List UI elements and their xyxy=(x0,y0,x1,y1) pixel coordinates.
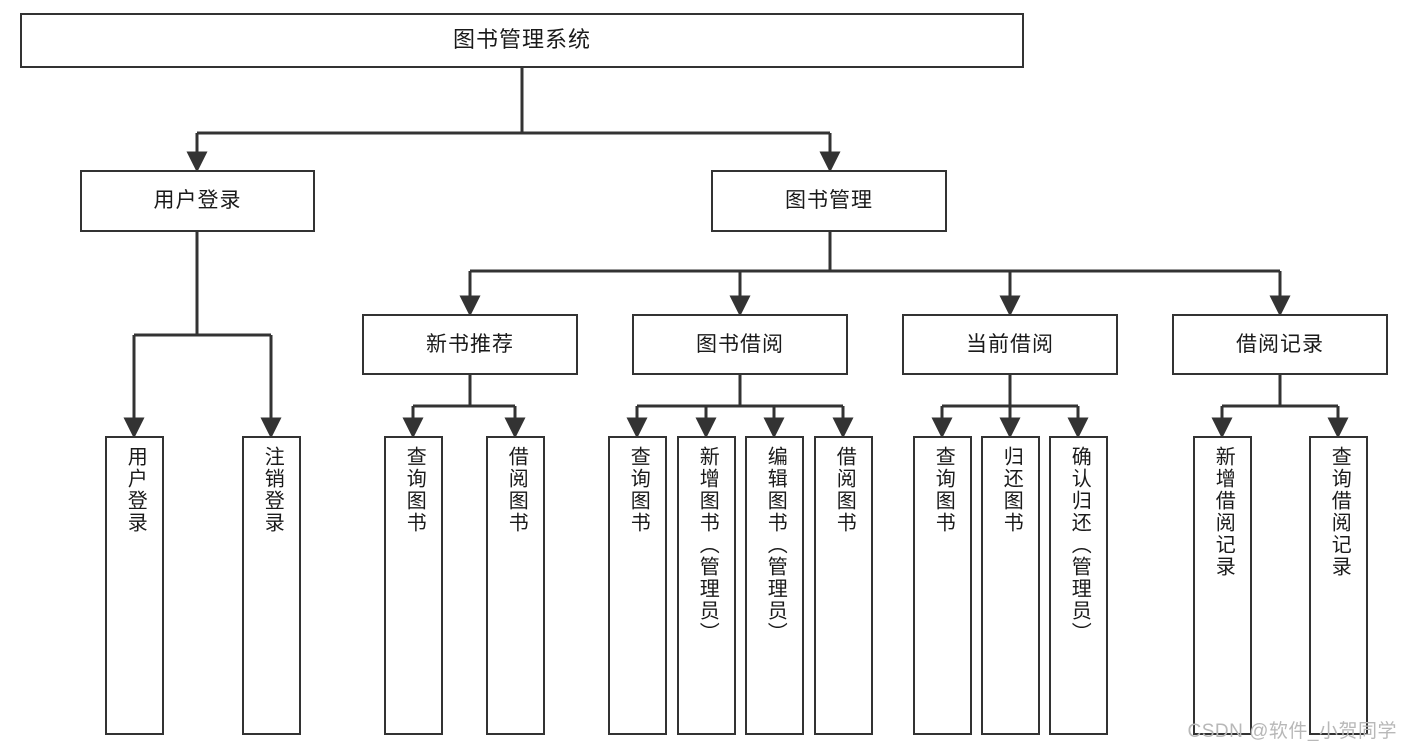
node-label: 借阅记录 xyxy=(1236,332,1324,356)
node-label: 确认归还（管理员） xyxy=(1068,446,1091,644)
node-root-book-management-system[interactable]: 图书管理系统 xyxy=(20,13,1024,68)
node-label: 用户登录 xyxy=(153,189,242,213)
node-label: 图书管理 xyxy=(785,189,873,213)
node-label: 查询图书 xyxy=(932,446,955,534)
node-book-management[interactable]: 图书管理 xyxy=(711,170,947,232)
csdn-watermark: CSDN @软件_小贺同学 xyxy=(1187,721,1397,742)
node-label: 图书管理系统 xyxy=(452,27,591,53)
node-label: 注销登录 xyxy=(261,446,284,534)
node-user-login[interactable]: 用户登录 xyxy=(80,170,315,232)
node-label: 借阅图书 xyxy=(833,446,856,534)
node-current-borrowing[interactable]: 当前借阅 xyxy=(902,314,1118,375)
leaf-confirm-return-admin[interactable]: 确认归还（管理员） xyxy=(1049,436,1108,735)
node-book-borrowing[interactable]: 图书借阅 xyxy=(632,314,848,375)
leaf-user-login[interactable]: 用户登录 xyxy=(105,436,164,735)
leaf-logout[interactable]: 注销登录 xyxy=(242,436,301,735)
leaf-add-book-admin[interactable]: 新增图书（管理员） xyxy=(677,436,736,735)
node-label: 用户登录 xyxy=(124,446,147,534)
node-label: 当前借阅 xyxy=(966,332,1054,356)
node-label: 图书借阅 xyxy=(696,332,784,356)
node-label: 借阅图书 xyxy=(505,446,528,534)
node-label: 新书推荐 xyxy=(426,332,514,356)
leaf-borrow-book-new-rec[interactable]: 借阅图书 xyxy=(486,436,545,735)
node-label: 查询图书 xyxy=(627,446,650,534)
leaf-borrow-book-borrow[interactable]: 借阅图书 xyxy=(814,436,873,735)
leaf-query-book-current[interactable]: 查询图书 xyxy=(913,436,972,735)
leaf-query-book-new-rec[interactable]: 查询图书 xyxy=(384,436,443,735)
leaf-query-borrow-record[interactable]: 查询借阅记录 xyxy=(1309,436,1368,735)
leaf-edit-book-admin[interactable]: 编辑图书（管理员） xyxy=(745,436,804,735)
leaf-query-book-borrow[interactable]: 查询图书 xyxy=(608,436,667,735)
node-new-book-recommendation[interactable]: 新书推荐 xyxy=(362,314,578,375)
node-label: 编辑图书（管理员） xyxy=(764,446,787,644)
node-label: 归还图书 xyxy=(1000,446,1023,534)
leaf-return-book[interactable]: 归还图书 xyxy=(981,436,1040,735)
node-label: 查询图书 xyxy=(403,446,426,534)
leaf-add-borrow-record[interactable]: 新增借阅记录 xyxy=(1193,436,1252,735)
node-label: 新增借阅记录 xyxy=(1212,446,1235,578)
node-borrowing-record[interactable]: 借阅记录 xyxy=(1172,314,1388,375)
node-label: 查询借阅记录 xyxy=(1328,446,1351,578)
node-label: 新增图书（管理员） xyxy=(696,446,719,644)
